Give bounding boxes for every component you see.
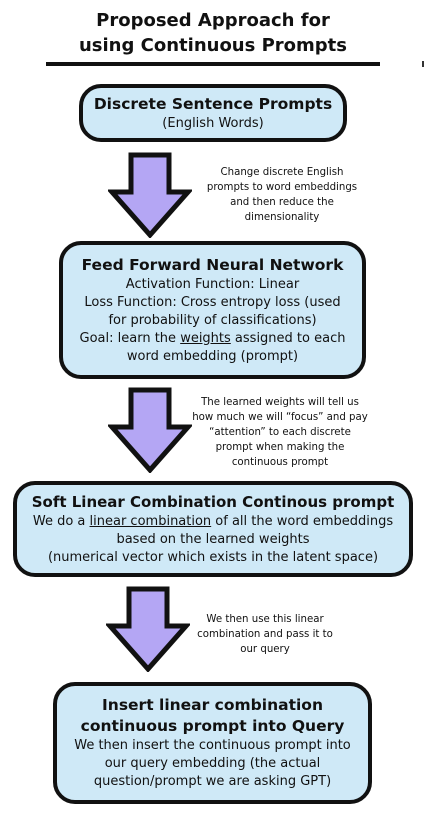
step-3-body-line-3: (numerical vector which exists in the la…	[47, 549, 379, 565]
step-2-body-line-3: for probability of classifications)	[108, 312, 317, 328]
step-4-title-line-2: continuous prompt into Query	[80, 717, 345, 735]
step-3-body-line-2: based on the learned weights	[116, 531, 310, 547]
title-line-1: Proposed Approach for	[96, 10, 330, 31]
step-2-body-line-1: Activation Function: Linear	[125, 276, 300, 292]
step-2-goal-line-2: word embedding (prompt)	[126, 348, 299, 364]
step-2-goal-line: Goal: learn the weights assigned to each	[63, 330, 362, 348]
note-2-line-3: “attention” to each discrete	[209, 427, 351, 438]
goal-weights-underlined: weights	[180, 330, 231, 346]
step-discrete-prompts-box: Discrete Sentence Prompts (English Words…	[79, 84, 347, 142]
goal-prefix: Goal: learn the	[79, 330, 181, 346]
diagram-title: Proposed Approach for using Continuous P…	[0, 8, 426, 58]
step-4-title-line-1: Insert linear combination	[102, 696, 323, 714]
note-1-line-3: and then reduce the	[230, 197, 334, 208]
title-underline	[46, 62, 380, 66]
note-3-line-1: We then use this linear	[206, 614, 324, 625]
step-3-line1-prefix: We do a	[32, 513, 90, 529]
step-feed-forward-nn-box: Feed Forward Neural Network Activation F…	[59, 241, 366, 379]
step-3-title: Soft Linear Combination Continous prompt	[31, 492, 395, 511]
transition-note-3: We then use this linear combination and …	[190, 612, 340, 657]
step-4-body-line-1: We then insert the continuous prompt int…	[74, 738, 351, 753]
note-2-line-1: The learned weights will tell us	[201, 397, 359, 408]
step-2-title: Feed Forward Neural Network	[81, 255, 344, 274]
step-soft-linear-combination-box: Soft Linear Combination Continous prompt…	[13, 481, 413, 577]
note-2-line-5: continuous prompt	[231, 457, 329, 468]
down-arrow-icon	[108, 387, 192, 473]
note-2-line-2: how much we will “focus” and pay	[192, 412, 368, 423]
note-1-line-4: dimensionality	[244, 212, 320, 223]
step-1-title: Discrete Sentence Prompts	[93, 94, 333, 113]
title-line-2: using Continuous Prompts	[78, 35, 347, 56]
step-1-body-line-1: (English Words)	[162, 115, 264, 131]
transition-note-1: Change discrete English prompts to word …	[188, 165, 376, 225]
step-4-body-line-3: question/prompt we are asking GPT)	[93, 774, 332, 789]
linear-combination-underlined: linear combination	[89, 513, 212, 529]
step-4-body-line-2: our query embedding (the actual	[104, 756, 321, 771]
edge-mark	[422, 61, 424, 67]
down-arrow-icon	[108, 152, 192, 238]
step-insert-into-query-box: Insert linear combination continuous pro…	[53, 682, 372, 804]
note-3-line-3: our query	[240, 644, 290, 655]
step-3-body-line-1: We do a linear combination of all the wo…	[17, 513, 409, 531]
note-1-line-1: Change discrete English	[220, 167, 344, 178]
step-2-body-line-2: Loss Function: Cross entropy loss (used	[84, 294, 341, 310]
note-3-line-2: combination and pass it to	[197, 629, 333, 640]
down-arrow-icon	[106, 586, 190, 672]
goal-suffix: assigned to each	[230, 330, 346, 346]
transition-note-2: The learned weights will tell us how muc…	[178, 395, 382, 470]
step-3-line1-suffix: of all the word embeddings	[211, 513, 394, 529]
note-1-line-2: prompts to word embeddings	[206, 182, 358, 193]
note-2-line-4: prompt when making the	[215, 442, 345, 453]
